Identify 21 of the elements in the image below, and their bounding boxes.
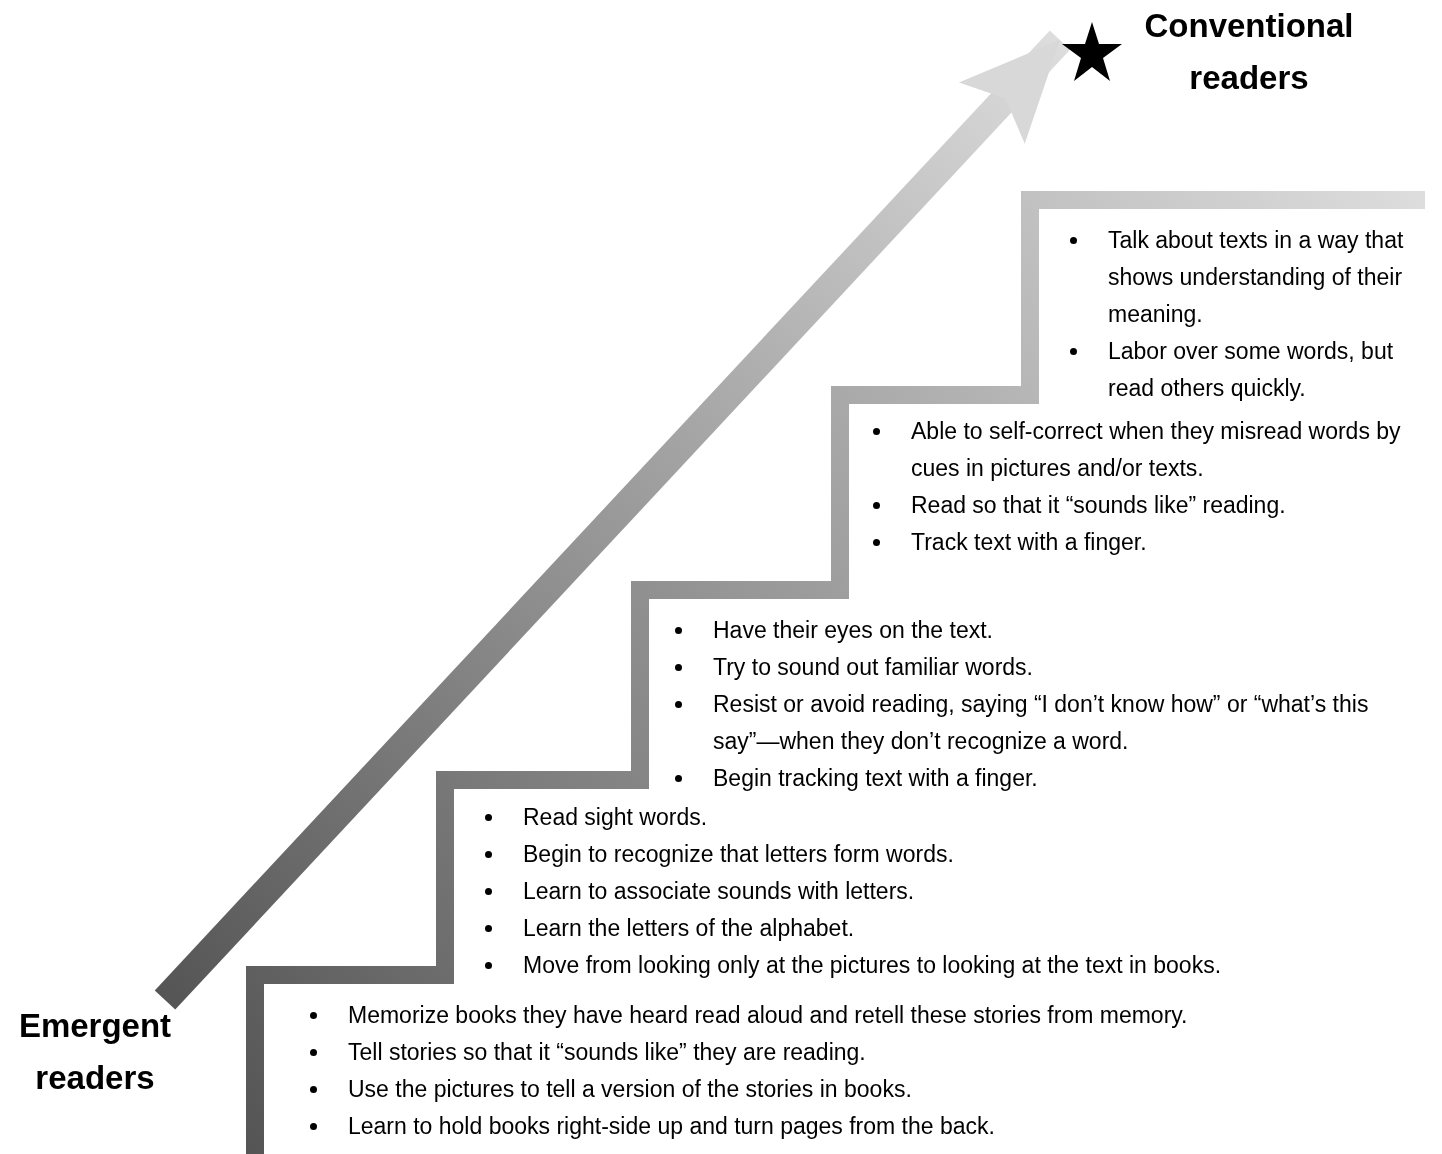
list-item: Talk about texts in a way that shows understanding of their meaning. xyxy=(1108,226,1405,329)
list-item: Try to sound out familiar words. xyxy=(713,653,1033,682)
list-item: Begin tracking text with a finger. xyxy=(713,764,1038,793)
list-item: Move from looking only at the pictures to looking at the text in books. xyxy=(523,951,1222,980)
arrow xyxy=(154,30,1071,1010)
list-item: Use the pictures to tell a version of the stories in books. xyxy=(348,1075,912,1104)
heading-text: Conventional readers xyxy=(1143,6,1355,98)
list-item: Read so that it “sounds like” reading. xyxy=(911,491,1286,520)
list-item: Resist or avoid reading, saying “I don’t know how” or “what’s this say”—when they don’t recognize a word. xyxy=(713,690,1370,756)
list-item: Tell stories so that it “sounds like” they are reading. xyxy=(348,1038,866,1067)
list-item: Track text with a finger. xyxy=(911,528,1147,557)
list-item: Learn to hold books right-side up and turn pages from the back. xyxy=(348,1112,995,1141)
list-item: Labor over some words, but read others quickly. xyxy=(1108,337,1395,403)
heading-text: Emergent readers xyxy=(5,1000,185,1104)
list-item: Learn the letters of the alphabet. xyxy=(523,914,855,943)
list-item: Memorize books they have heard read aloud and retell these stories from memory. xyxy=(348,1001,1188,1030)
list-item: Able to self-correct when they misread words by cues in pictures and/or texts. xyxy=(911,417,1402,483)
list-item: Learn to associate sounds with letters. xyxy=(523,877,915,906)
list-item: Have their eyes on the text. xyxy=(713,616,993,645)
list-item: Read sight words. xyxy=(523,803,708,832)
list-item: Begin to recognize that letters form words. xyxy=(523,840,954,869)
